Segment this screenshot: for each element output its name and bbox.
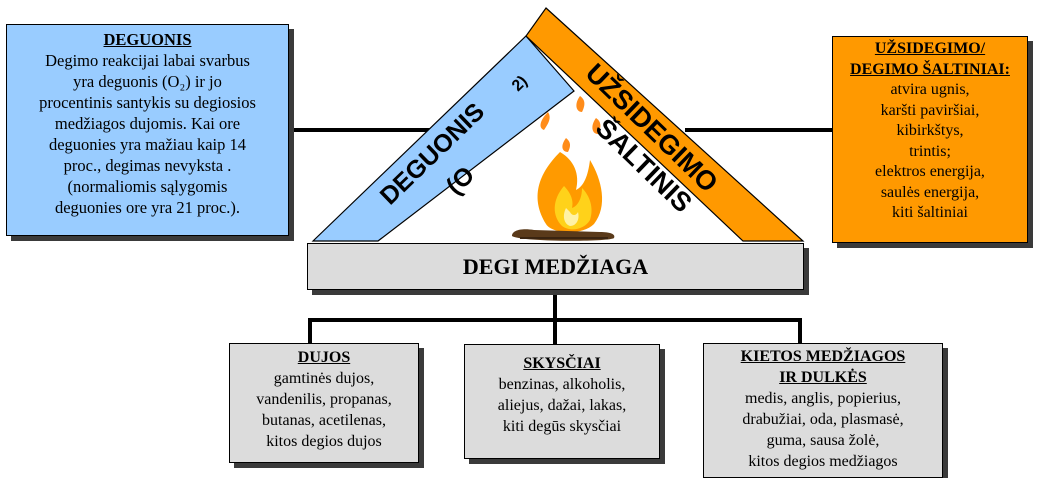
gas-category-box: DUJOS gamtinės dujos, vandenilis, propan… [229,343,419,463]
oxygen-line: (normaliomis sąlygomis [67,177,228,196]
liquid-line: kiti degūs skysčiai [502,418,622,435]
solid-line: drabužiai, oda, plasmasė, [742,411,904,428]
gas-line: butanas, acetilenas, [262,412,386,429]
triangle-right-side [525,7,805,242]
solid-line: guma, sausa žolė, [766,432,880,449]
tree-connectors [308,290,802,344]
triangle-left-side [311,35,575,242]
solid-line: kitos degios medžiagos [748,453,898,470]
oxygen-line: deguonies ore yra 21 proc.). [54,198,241,217]
ignition-line: kibirkštys, [896,122,964,139]
solid-heading-line1: KIETOS MEDŽIAGOS [740,348,906,365]
solid-line: medis, anglis, popierius, [745,390,901,407]
ignition-line: atvira ugnis, [890,81,970,98]
oxygen-info-box: DEGUONIS Degimo reakcijai labai svarbus … [6,24,289,236]
gas-line: kitos degios dujos [266,433,382,450]
solid-heading-line2: IR DULKĖS [779,369,867,386]
fuel-base-bar: DEGI MEDŽIAGA [307,243,804,290]
oxygen-line: yra deguonis (O₂) ir jo [73,72,222,91]
gas-heading: DUJOS [297,349,351,366]
gas-line: gamtinės dujos, [273,370,375,387]
ignition-line: saulės energija, [880,183,980,201]
oxygen-heading: DEGUONIS [103,30,192,49]
liquid-heading: SKYSČIAI [523,355,601,372]
fuel-label: DEGI MEDŽIAGA [462,254,649,279]
oxygen-line: procentinis santykis su degiosios [39,93,256,112]
liquid-line: benzinas, alkoholis, [498,376,626,393]
ignition-line: karšti paviršiai, [880,101,980,119]
ignition-line: trintis; [909,142,951,160]
oxygen-line: medžiagos dujomis. Kai ore [54,114,241,133]
ignition-heading-line2: DEGIMO ŠALTINIAI: [850,60,1010,78]
ignition-line: elektros energija, [875,163,985,180]
liquid-category-box: SKYSČIAI benzinas, alkoholis, aliejus, d… [464,344,660,459]
oxygen-line: proc., degimas nevyksta . [63,156,232,175]
ignition-sources-box: UŽSIDEGIMO/ DEGIMO ŠALTINIAI: atvira ugn… [832,36,1028,243]
gas-line: vandenilis, propanas, [256,391,392,408]
oxygen-line: Degimo reakcijai labai svarbus [45,51,250,70]
ignition-line: kiti šaltiniai [892,204,968,221]
ignition-heading-line1: UŽSIDEGIMO/ [874,40,986,57]
fire-triangle [311,7,805,242]
solid-category-box: KIETOS MEDŽIAGOS IR DULKĖS medis, anglis… [703,343,943,478]
flame-icon [512,96,615,241]
liquid-line: aliejus, dažai, lakas, [497,397,627,414]
oxygen-line: deguonies yra mažiau kaip 14 [48,135,247,154]
